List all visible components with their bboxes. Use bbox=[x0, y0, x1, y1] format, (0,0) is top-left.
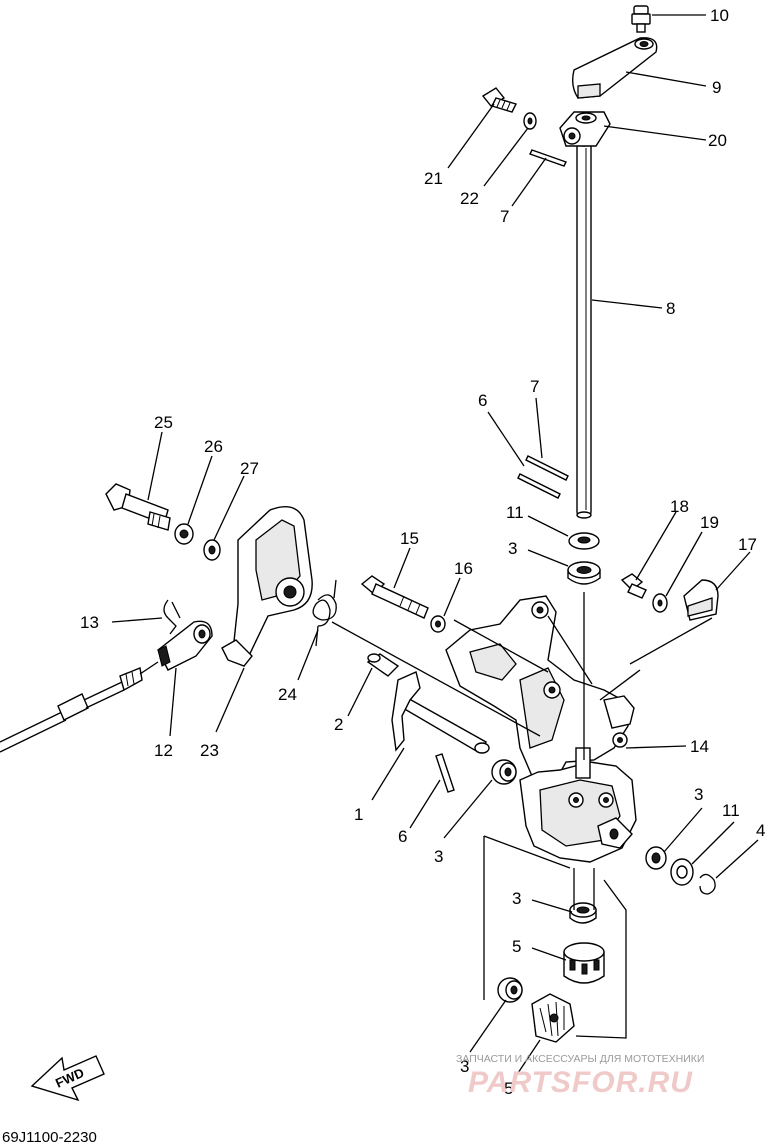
callout-19: 19 bbox=[700, 513, 719, 532]
pin-2 bbox=[366, 653, 400, 677]
shift-lever-arm bbox=[571, 37, 658, 99]
washer-16 bbox=[430, 615, 446, 633]
callout-3-bottom: 3 bbox=[460, 1057, 469, 1076]
callout-20: 20 bbox=[708, 131, 727, 150]
washer-11-right bbox=[670, 858, 694, 886]
shift-shaft-1 bbox=[391, 671, 490, 754]
callout-12: 12 bbox=[154, 741, 173, 760]
shift-bracket-14 bbox=[445, 595, 637, 863]
callout-4: 4 bbox=[756, 821, 765, 840]
watermark-brand: PARTSFOR.RU bbox=[468, 1066, 693, 1099]
callout-9: 9 bbox=[712, 78, 721, 97]
circlip-4 bbox=[699, 873, 716, 895]
washer-19 bbox=[652, 593, 668, 613]
watermark: ЗАПЧАСТИ И АКСЕССУАРЫ ДЛЯ МОТОТЕХНИКИ PA… bbox=[456, 1053, 704, 1099]
callout-16: 16 bbox=[454, 559, 473, 578]
callout-5-lower: 5 bbox=[504, 1079, 513, 1098]
washer-26 bbox=[174, 523, 194, 545]
callout-11-top: 11 bbox=[506, 503, 524, 522]
callout-25: 25 bbox=[154, 413, 173, 432]
watermark-caption: ЗАПЧАСТИ И АКСЕССУАРЫ ДЛЯ МОТОТЕХНИКИ bbox=[456, 1053, 704, 1065]
washer-27 bbox=[203, 539, 221, 561]
callout-14: 14 bbox=[690, 737, 709, 756]
leader-lines bbox=[111, 14, 759, 1077]
grease-nipple bbox=[631, 5, 651, 33]
callout-8: 8 bbox=[666, 299, 675, 318]
callout-26: 26 bbox=[204, 437, 223, 456]
bushing-3-left bbox=[491, 759, 517, 785]
pins-middle bbox=[517, 455, 569, 499]
callout-13: 13 bbox=[80, 613, 99, 632]
bolt-21 bbox=[481, 87, 517, 113]
callout-15: 15 bbox=[400, 529, 419, 548]
callout-6-mid: 6 bbox=[478, 391, 487, 410]
callout-6-lower: 6 bbox=[398, 827, 407, 846]
bolt-18 bbox=[620, 573, 647, 599]
pin-7-top bbox=[529, 149, 567, 167]
callout-17: 17 bbox=[738, 535, 757, 554]
callout-3-right: 3 bbox=[694, 785, 703, 804]
shift-rod bbox=[576, 139, 592, 519]
assembly-lines bbox=[331, 592, 713, 1039]
callout-22: 22 bbox=[460, 189, 479, 208]
washer-11-top bbox=[568, 532, 600, 550]
callout-10: 10 bbox=[710, 6, 729, 25]
callout-3-left: 3 bbox=[434, 847, 443, 866]
shift-cable bbox=[0, 661, 159, 753]
pin-6-lower bbox=[435, 753, 455, 793]
clip-13 bbox=[163, 599, 181, 635]
callout-21: 21 bbox=[424, 169, 443, 188]
bushing-3-bottom bbox=[497, 977, 523, 1003]
callout-5-upper: 5 bbox=[512, 937, 521, 956]
callout-1: 1 bbox=[354, 805, 363, 824]
clip-17 bbox=[683, 579, 719, 621]
dog-clutch-5-upper bbox=[563, 942, 605, 984]
callout-24: 24 bbox=[278, 685, 297, 704]
gear-5-lower bbox=[531, 993, 575, 1043]
callout-labels: 10 9 20 21 22 7 8 7 6 11 3 18 19 17 25 2… bbox=[80, 6, 765, 1098]
bushing-3-top bbox=[567, 561, 601, 585]
spring-24 bbox=[312, 579, 337, 647]
bolt-25 bbox=[105, 483, 171, 531]
forward-direction-arrow: FWD bbox=[30, 1055, 105, 1102]
callout-3-top: 3 bbox=[508, 539, 517, 558]
callout-7-top: 7 bbox=[500, 207, 509, 226]
callout-27: 27 bbox=[240, 459, 259, 478]
rod-joint bbox=[559, 111, 611, 147]
callout-18: 18 bbox=[670, 497, 689, 516]
cable-joint-12 bbox=[157, 620, 213, 671]
bushing-3-lower bbox=[569, 902, 597, 924]
callout-7-mid: 7 bbox=[530, 377, 539, 396]
callout-2: 2 bbox=[334, 715, 343, 734]
callout-3-lower: 3 bbox=[512, 889, 521, 908]
callout-23: 23 bbox=[200, 741, 219, 760]
shift-lever-23 bbox=[221, 506, 313, 667]
washer-22 bbox=[523, 112, 537, 130]
bushing-3-right bbox=[645, 846, 667, 870]
bolt-15 bbox=[360, 575, 429, 619]
drawing-code: 69J1100-2230 bbox=[2, 1129, 97, 1145]
callout-11-right: 11 bbox=[722, 801, 740, 820]
